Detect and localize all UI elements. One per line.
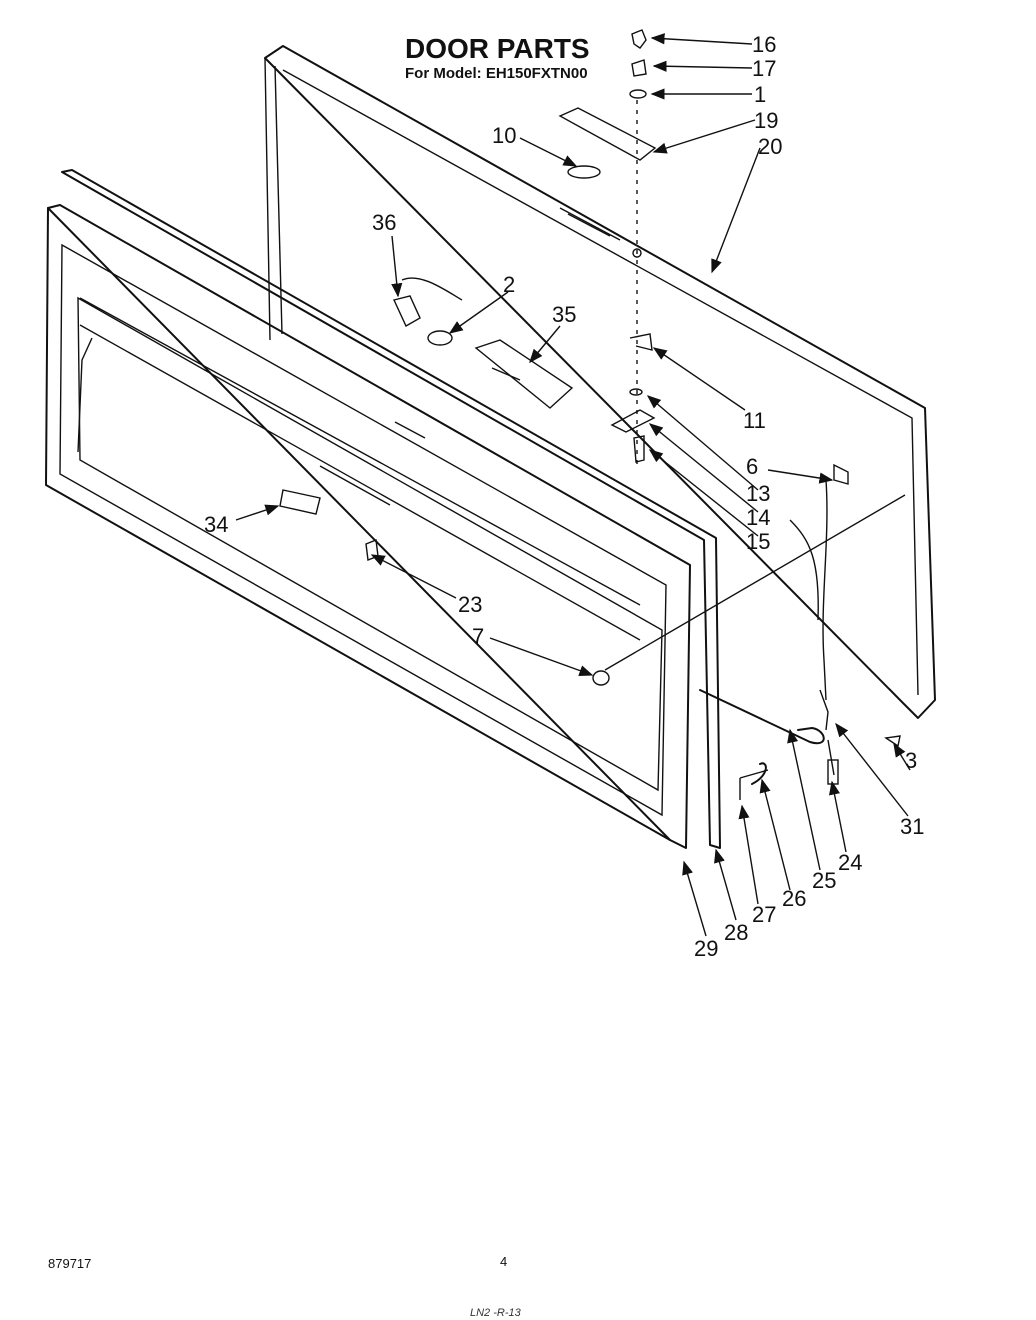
- heater-wire-assembly: [699, 689, 839, 800]
- label-11: 11: [743, 408, 766, 433]
- label-28: 28: [724, 920, 748, 945]
- page-number: 4: [500, 1254, 507, 1269]
- outer-door-frame: [264, 45, 936, 719]
- label-24: 24: [838, 850, 862, 875]
- label-36: 36: [372, 210, 396, 235]
- label-7: 7: [472, 624, 484, 649]
- label-16: 16: [752, 32, 776, 57]
- label-17: 17: [752, 56, 776, 81]
- label-15: 15: [746, 529, 770, 554]
- label-1: 1: [754, 82, 766, 107]
- door-front-parts: [279, 489, 901, 748]
- part-number-labels: 16 17 1 19 10 20 36 2 35 11 6 13 14 15 3…: [204, 32, 924, 961]
- label-35: 35: [552, 302, 576, 327]
- label-3: 3: [905, 748, 917, 773]
- label-10: 10: [492, 123, 516, 148]
- label-19: 19: [754, 108, 778, 133]
- label-25: 25: [812, 868, 836, 893]
- light-switch-assembly: [393, 277, 574, 409]
- label-27: 27: [752, 902, 776, 927]
- label-23: 23: [458, 592, 482, 617]
- door-panels: [45, 169, 721, 849]
- label-34: 34: [204, 512, 228, 537]
- page-title: DOOR PARTS: [405, 33, 590, 64]
- cord-assembly: [789, 463, 849, 701]
- label-20: 20: [758, 134, 782, 159]
- label-29: 29: [694, 936, 718, 961]
- handwritten-note: LN2 -R-13: [470, 1307, 522, 1319]
- label-6: 6: [746, 454, 758, 479]
- label-26: 26: [782, 886, 806, 911]
- label-13: 13: [746, 481, 770, 506]
- document-number: 879717: [48, 1256, 91, 1271]
- label-2: 2: [503, 272, 515, 297]
- leader-lines: [235, 33, 911, 937]
- model-subtitle: For Model: EH150FXTN00: [405, 65, 588, 82]
- label-14: 14: [746, 505, 770, 530]
- label-31: 31: [900, 814, 924, 839]
